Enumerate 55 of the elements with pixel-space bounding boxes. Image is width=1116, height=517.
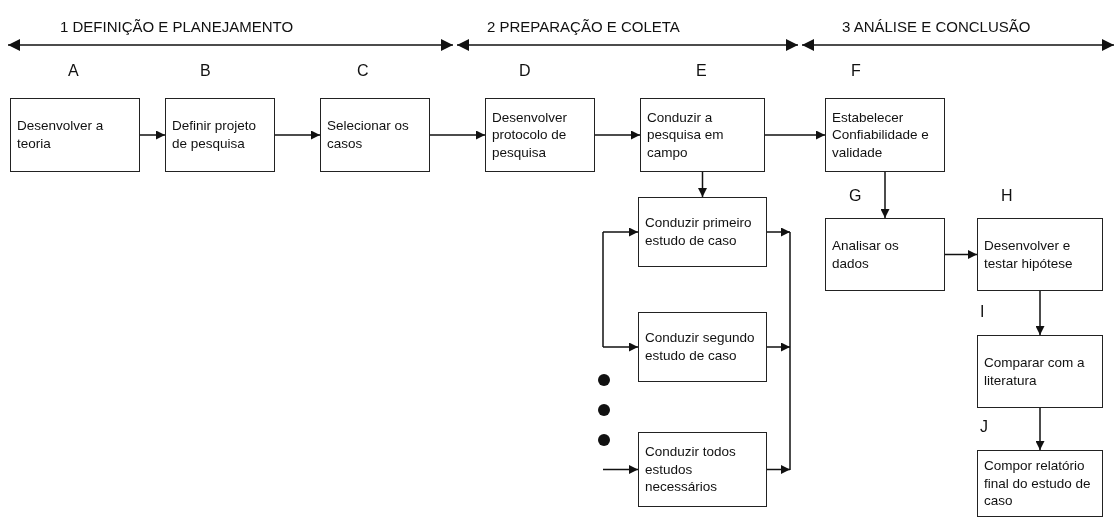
arrow — [880, 171, 890, 219]
step-letter: C — [357, 62, 369, 80]
process-box — [638, 312, 767, 382]
arrow — [274, 130, 321, 140]
arrow — [698, 171, 707, 198]
step-letter: J — [980, 418, 988, 436]
phase-heading: 3 ANÁLISE E CONCLUSÃO — [842, 18, 1031, 35]
arrow — [602, 227, 639, 237]
arrow — [944, 250, 978, 259]
box-text: Estabelecer Confiabilidade e validade — [832, 108, 930, 162]
process-box — [977, 218, 1103, 291]
step-letter: E — [696, 62, 707, 80]
step-letter: B — [200, 62, 211, 80]
box-text: Compor relatório final do estudo de caso — [984, 457, 1092, 510]
box-text: Definir projeto de pesquisa — [172, 117, 258, 153]
arrow — [594, 130, 641, 140]
box-text: Desenvolver a teoria — [17, 117, 105, 153]
arrow — [1035, 290, 1045, 336]
step-letter: I — [980, 303, 985, 321]
phase-heading: 1 DEFINIÇÃO E PLANEJAMENTO — [60, 18, 294, 35]
phase-heading: 2 PREPARAÇÃO E COLETA — [487, 18, 680, 35]
arrow — [766, 342, 791, 352]
process-box — [825, 98, 945, 172]
box-text: Desenvolver e testar hipótese — [984, 236, 1074, 273]
arrow — [602, 465, 639, 474]
process-box — [320, 98, 430, 172]
step-letter: F — [851, 62, 861, 80]
arrow — [766, 465, 791, 474]
arrow — [602, 342, 639, 352]
process-box — [977, 450, 1103, 517]
box-text: Conduzir a pesquisa em campo — [647, 108, 725, 162]
arrow — [139, 130, 166, 140]
process-box — [825, 218, 945, 291]
box-text: Conduzir primeiro estudo de caso — [645, 214, 753, 250]
arrow — [766, 227, 791, 237]
arrow — [1035, 407, 1045, 451]
arrow — [429, 130, 486, 140]
process-box — [977, 335, 1103, 408]
process-box — [165, 98, 275, 172]
process-box — [638, 432, 767, 507]
step-letter: G — [849, 187, 862, 205]
step-letter: A — [68, 62, 79, 80]
box-text: Analisar os dados — [832, 236, 900, 273]
box-text: Conduzir segundo estudo de caso — [645, 329, 756, 365]
arrow — [764, 130, 826, 140]
box-text: Selecionar os casos — [327, 117, 410, 153]
step-letter: D — [519, 62, 531, 80]
process-box — [485, 98, 595, 172]
process-box — [10, 98, 140, 172]
box-text: Comparar com a literatura — [984, 353, 1086, 390]
step-letter: H — [1001, 187, 1013, 205]
process-box — [638, 197, 767, 267]
box-text: Conduzir todos estudos necessários — [645, 443, 737, 496]
process-box — [640, 98, 765, 172]
box-text: Desenvolver protocolo de pesquisa — [492, 108, 569, 162]
